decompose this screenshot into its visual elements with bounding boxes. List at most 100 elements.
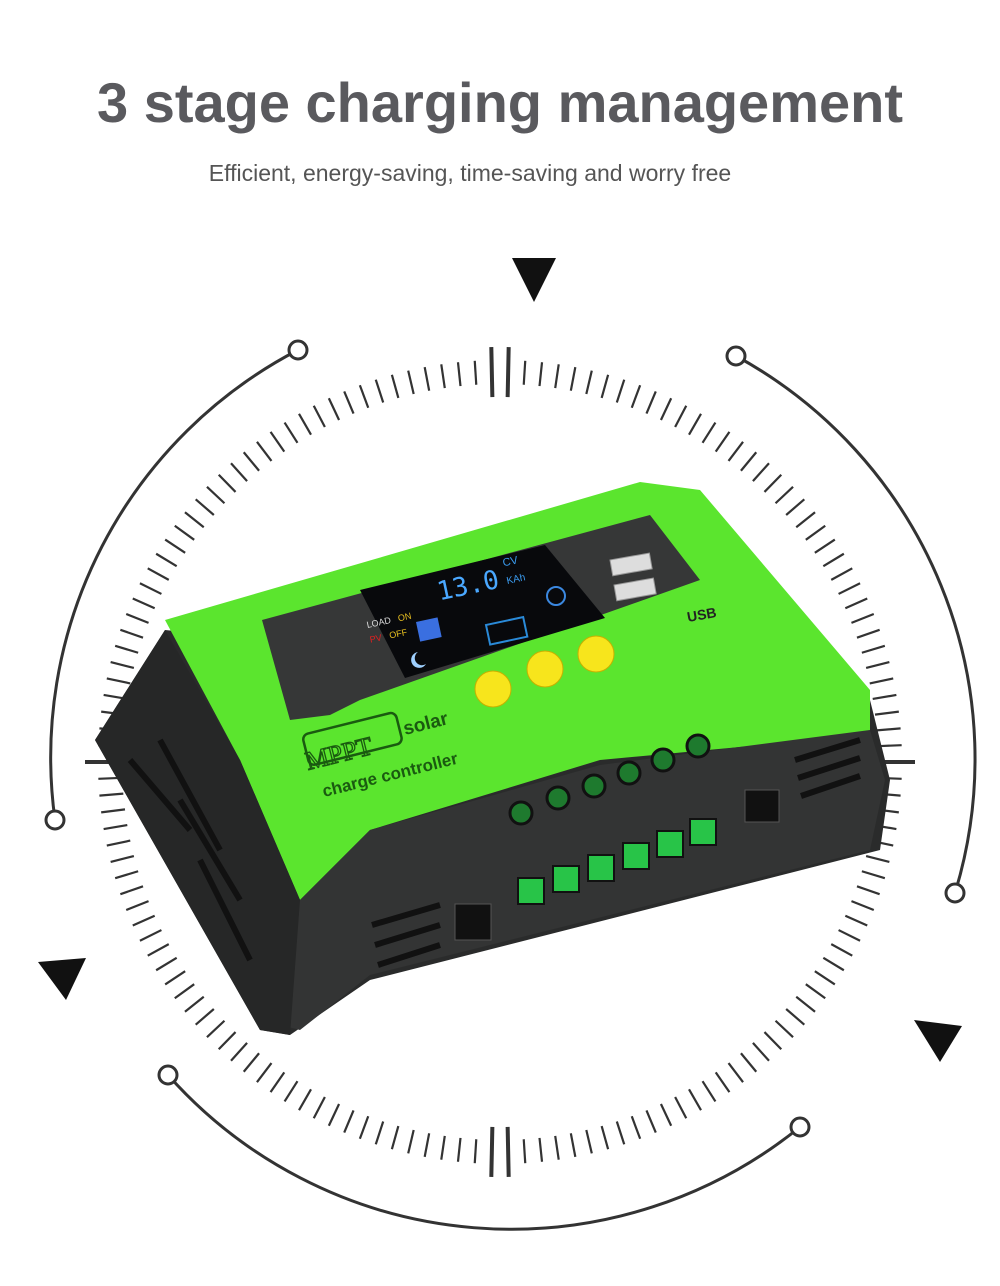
- display-units-top: CV: [502, 554, 520, 569]
- dial-tick: [785, 1008, 806, 1026]
- dial-tick: [114, 644, 139, 654]
- dial-tick: [615, 1121, 626, 1145]
- dial-tick: [174, 524, 195, 541]
- usb-label: USB: [686, 604, 718, 625]
- dial-tick: [230, 1042, 248, 1062]
- dial-tick: [256, 441, 273, 462]
- dial-tick: [538, 1137, 544, 1162]
- dial-tick: [645, 1110, 657, 1134]
- dial-tick: [585, 370, 593, 395]
- page-subtitle: Efficient, energy-saving, time-saving an…: [208, 160, 732, 186]
- display-units-bottom: KAh: [506, 572, 527, 587]
- dial-tick: [569, 366, 577, 391]
- dial-tick: [407, 1129, 415, 1154]
- dial-tick: [206, 486, 226, 505]
- dial-tick: [147, 567, 170, 581]
- dial-tick: [877, 744, 902, 748]
- dial-tick: [312, 405, 326, 428]
- dial-tick: [763, 1031, 783, 1050]
- up-button[interactable]: [526, 650, 564, 688]
- dial-tick: [838, 929, 861, 942]
- dial-tick: [283, 1080, 299, 1103]
- dial-tick: [283, 421, 299, 444]
- dial-tick: [876, 727, 901, 732]
- dial-tick: [814, 538, 836, 554]
- terminal-blocks: [517, 818, 717, 905]
- triangle-marker-left: [38, 958, 86, 1000]
- triangle-marker-top: [512, 258, 556, 302]
- terminal-screws: [508, 733, 711, 826]
- dial-tick: [822, 552, 845, 568]
- display-pv-label: PV: [369, 632, 383, 644]
- dial-tick: [688, 413, 702, 436]
- dial-tick: [489, 1126, 495, 1177]
- dial-tick: [110, 660, 135, 670]
- dial-tick: [242, 451, 260, 472]
- dial-tick: [269, 431, 286, 453]
- dial-tick: [217, 474, 237, 493]
- dial-tick: [390, 1125, 400, 1150]
- dial-tick: [147, 943, 170, 957]
- dial-tick: [727, 441, 744, 462]
- dial-tick: [110, 854, 135, 864]
- dial-tick: [298, 1088, 312, 1111]
- menu-button[interactable]: [474, 670, 512, 708]
- dial-tick: [851, 612, 875, 624]
- dial-tick: [473, 1139, 478, 1164]
- dial-outer-arcs: [49, 348, 977, 1231]
- dial-tick: [740, 1052, 758, 1073]
- dial-tick: [407, 370, 415, 395]
- dial-tick: [103, 823, 128, 831]
- dial-tick: [522, 1139, 527, 1164]
- dial-tick: [830, 567, 853, 581]
- lcd-screen: [360, 545, 605, 678]
- battery-icon: [484, 615, 529, 646]
- dial-tick: [358, 1115, 370, 1140]
- dial-tick: [155, 956, 178, 972]
- dial-tick: [554, 364, 560, 389]
- dial-tick: [374, 1121, 385, 1145]
- dial-tick: [856, 885, 881, 896]
- dial-tick: [659, 1103, 673, 1127]
- dial-tick: [830, 943, 853, 957]
- down-button[interactable]: [577, 635, 615, 673]
- dial-tick: [256, 1062, 273, 1083]
- dial-tick: [615, 379, 626, 403]
- dial-tick: [106, 839, 131, 847]
- dial-tick: [795, 511, 816, 529]
- dial-tick: [298, 413, 312, 436]
- dial-tick: [856, 628, 881, 639]
- dial-tick: [869, 677, 894, 685]
- dial-tick: [861, 870, 886, 880]
- dial-tick: [774, 1019, 794, 1038]
- dial-tick: [659, 397, 673, 421]
- dial-tick: [139, 929, 162, 942]
- dial-tick: [822, 956, 845, 972]
- lcd-text-group: 13.0 CV KAh LOAD ON PV OFF: [366, 554, 527, 644]
- dial-tick: [139, 582, 162, 595]
- dial-tick: [865, 854, 890, 864]
- dial-tick: [312, 1096, 326, 1119]
- dial-tick: [630, 1115, 642, 1140]
- dial-tick: [423, 1133, 431, 1158]
- usb-ports[interactable]: [609, 552, 657, 602]
- dial-tick: [423, 366, 431, 391]
- dial-arc-end-circles: [44, 339, 966, 1138]
- display-off-label: OFF: [388, 627, 408, 641]
- dial-tick: [489, 347, 495, 398]
- dial-tick: [600, 1125, 610, 1150]
- dial-tick: [390, 374, 400, 399]
- display-on-label: ON: [397, 611, 412, 624]
- dial-tick: [374, 379, 385, 403]
- dial-tick: [440, 1135, 446, 1160]
- dial-tick: [132, 597, 156, 610]
- dial-tick: [327, 397, 341, 421]
- dial-tick: [206, 1019, 226, 1038]
- dial-tick: [714, 1071, 731, 1093]
- dc-port-left: [454, 903, 492, 941]
- dial-ticks: [85, 347, 915, 1177]
- dial-tick: [125, 612, 149, 624]
- dial-tick: [674, 405, 688, 428]
- solar-panel-icon: [416, 617, 442, 642]
